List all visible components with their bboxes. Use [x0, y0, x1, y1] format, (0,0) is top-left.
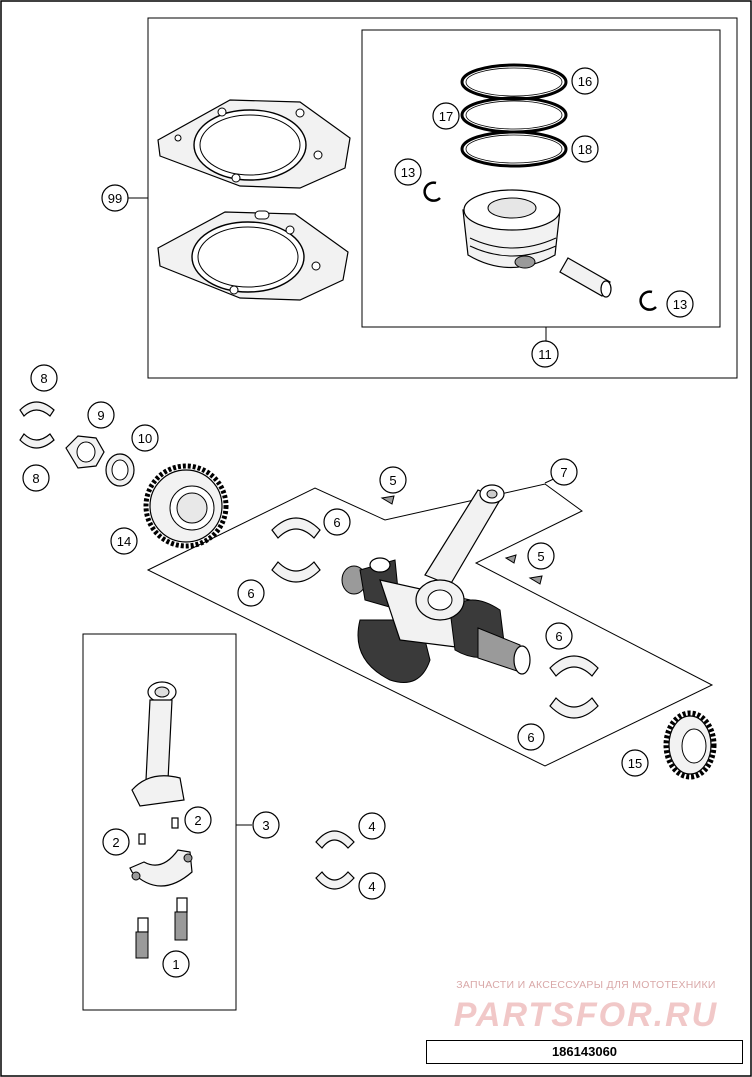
watermark-tagline: ЗАПЧАСТИ И АКСЕССУАРЫ ДЛЯ МОТОТЕХНИКИ [456, 979, 716, 991]
nut [65, 435, 105, 469]
svg-text:13: 13 [673, 297, 687, 312]
callout-99: 99 [101, 184, 129, 212]
callout-6-a: 6 [323, 508, 351, 536]
key-5-right-a [504, 554, 517, 564]
connecting-rod [131, 681, 185, 807]
gasket-set-frame [147, 17, 738, 379]
conrod-bolt-left [135, 917, 149, 959]
svg-text:1: 1 [172, 957, 179, 972]
callout-11: 11 [531, 340, 559, 368]
svg-text:8: 8 [40, 371, 47, 386]
crankshaft-assembly [341, 484, 531, 683]
main-bearing-6-upper-right [549, 655, 599, 677]
callout-10: 10 [131, 424, 159, 452]
dowel-pin-right [171, 817, 179, 829]
callout-6-b: 6 [237, 579, 265, 607]
svg-text:2: 2 [194, 813, 201, 828]
main-bearing-8-lower [19, 433, 55, 449]
main-bearing-6-lower-right [549, 697, 599, 719]
callout-8-bottom: 8 [22, 464, 50, 492]
piston-ring-17 [460, 96, 568, 134]
conrod-bearing-4-lower [315, 871, 355, 890]
svg-text:11: 11 [538, 347, 552, 362]
callout-6-d: 6 [517, 723, 545, 751]
callout-17: 17 [432, 102, 460, 130]
head-gasket-upper [157, 99, 351, 189]
piston-ring-16 [460, 63, 568, 101]
svg-text:2: 2 [112, 835, 119, 850]
callout-18: 18 [571, 135, 599, 163]
svg-text:6: 6 [527, 730, 534, 745]
crankshaft-frame [146, 483, 714, 767]
piston [462, 189, 561, 269]
svg-text:8: 8 [32, 471, 39, 486]
conrod-bolt-right [174, 897, 188, 941]
svg-text:5: 5 [389, 473, 396, 488]
piston-pin [559, 257, 612, 298]
piston-kit-frame [361, 29, 721, 328]
callout-13-right: 13 [666, 290, 694, 318]
svg-text:7: 7 [560, 465, 567, 480]
conrod-bearing-4-upper [315, 830, 355, 849]
circlip-right [639, 290, 657, 311]
callout-9: 9 [87, 401, 115, 429]
conrod-cap [129, 849, 193, 887]
svg-text:5: 5 [537, 549, 544, 564]
callout-3: 3 [252, 811, 280, 839]
svg-text:6: 6 [555, 629, 562, 644]
svg-text:17: 17 [439, 109, 453, 124]
key-5-top [380, 495, 395, 505]
callout-4-bottom: 4 [358, 872, 386, 900]
diagram-number: 186143060 [426, 1040, 743, 1064]
svg-text:16: 16 [578, 74, 592, 89]
main-bearing-6-upper-left [271, 517, 321, 539]
gear-14 [143, 463, 229, 549]
callout-2-right: 2 [184, 806, 212, 834]
svg-text:4: 4 [368, 879, 375, 894]
svg-text:9: 9 [97, 408, 104, 423]
watermark-logo: PARTSFOR.RU [453, 996, 719, 1034]
callout-14: 14 [110, 527, 138, 555]
callout-13-left: 13 [394, 158, 422, 186]
svg-text:4: 4 [368, 819, 375, 834]
gear-15 [663, 710, 717, 780]
callout-8-top: 8 [30, 364, 58, 392]
main-bearing-8-upper [19, 401, 55, 417]
svg-text:6: 6 [247, 586, 254, 601]
main-bearing-6-lower-left [271, 561, 321, 583]
callout-1: 1 [162, 950, 190, 978]
dowel-pin-left [138, 833, 146, 845]
svg-text:18: 18 [578, 142, 592, 157]
callout-5-top: 5 [379, 466, 407, 494]
conrod-frame [82, 633, 237, 1011]
callout-5-right: 5 [527, 542, 555, 570]
key-5-right-b [528, 575, 543, 585]
svg-text:3: 3 [262, 818, 269, 833]
washer [105, 453, 135, 487]
callout-7: 7 [550, 458, 578, 486]
piston-ring-18 [460, 130, 568, 168]
svg-text:15: 15 [628, 756, 642, 771]
callout-2-left: 2 [102, 828, 130, 856]
callout-15: 15 [621, 749, 649, 777]
svg-text:6: 6 [333, 515, 340, 530]
circlip-left [423, 181, 441, 202]
svg-text:13: 13 [401, 165, 415, 180]
svg-text:14: 14 [117, 534, 131, 549]
svg-text:99: 99 [108, 191, 122, 206]
callout-6-c: 6 [545, 622, 573, 650]
callout-16: 16 [571, 67, 599, 95]
head-gasket-lower [157, 210, 349, 301]
callout-4-top: 4 [358, 812, 386, 840]
svg-text:10: 10 [138, 431, 152, 446]
